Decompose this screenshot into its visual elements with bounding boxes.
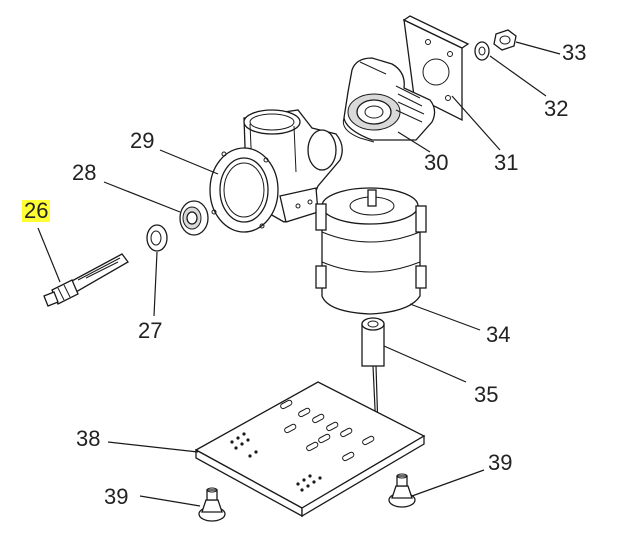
part-30-gearmotor bbox=[342, 57, 436, 143]
callout-35[interactable]: 35 bbox=[474, 382, 499, 407]
callout-26[interactable]: 26 bbox=[22, 198, 51, 223]
part-26-shaft bbox=[43, 253, 129, 307]
part-38-baseplate bbox=[194, 381, 426, 518]
part-27-seal bbox=[146, 224, 168, 252]
callout-32[interactable]: 32 bbox=[544, 96, 569, 121]
callout-38[interactable]: 38 bbox=[76, 426, 101, 451]
callout-31[interactable]: 31 bbox=[494, 150, 519, 175]
part-33-nut bbox=[493, 29, 517, 51]
part-32-washer bbox=[474, 41, 490, 61]
part-39-foot-left bbox=[198, 487, 226, 522]
leader-lines bbox=[37, 41, 561, 507]
callout-39-right[interactable]: 39 bbox=[488, 450, 513, 475]
part-28-bearing bbox=[179, 200, 209, 236]
callout-29[interactable]: 29 bbox=[130, 128, 155, 153]
callout-34[interactable]: 34 bbox=[486, 322, 511, 347]
part-29-housing bbox=[209, 109, 343, 233]
part-39-foot-right bbox=[388, 473, 416, 508]
callout-27[interactable]: 27 bbox=[138, 318, 163, 343]
callout-33[interactable]: 33 bbox=[562, 40, 587, 65]
callout-30[interactable]: 30 bbox=[424, 150, 449, 175]
callout-39-left[interactable]: 39 bbox=[104, 484, 129, 509]
part-34-motor bbox=[315, 187, 427, 315]
callout-28[interactable]: 28 bbox=[72, 160, 97, 185]
